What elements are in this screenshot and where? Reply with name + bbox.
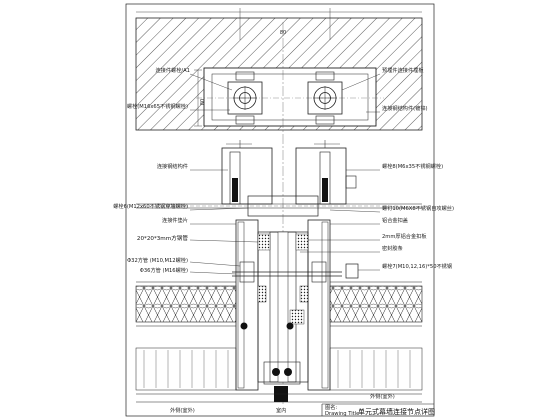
label-steel-bracket: 连接钢结构件 bbox=[157, 162, 188, 170]
embed-plate bbox=[196, 67, 384, 127]
bracket-left bbox=[221, 140, 273, 205]
drawing-title: 单元式幕墙连接节点详图 bbox=[358, 407, 435, 416]
label-embedded-plate: 预埋件连接件埋板 bbox=[382, 66, 424, 74]
label-screw-m6: 螺栓8(M6x35不锈钢螺栓) bbox=[382, 162, 443, 170]
label-phi32: Φ32方管 (M10,M12螺栓) bbox=[127, 256, 188, 264]
title-block: 图名: Drawing Title 单元式幕墙连接节点详图 bbox=[321, 403, 435, 417]
bottom-label-right: 外侧(室外) bbox=[370, 392, 395, 400]
label-bolt-m16: 螺栓(M16x65不锈钢螺栓) bbox=[127, 102, 188, 110]
anchor-bolt-left bbox=[227, 71, 263, 125]
insulation-panel-left bbox=[135, 281, 237, 327]
label-bolt-m10: 螺栓7(M10,12,16)*50不锈钢 bbox=[382, 262, 452, 270]
label-bolt-m12: 螺栓6(M12x60不锈钢穿墙螺栓) bbox=[113, 202, 188, 210]
top-dimension: 80 bbox=[136, 8, 422, 40]
through-bolt bbox=[136, 195, 422, 217]
glass-panel-lower bbox=[135, 347, 423, 403]
bottom-label-left: 外侧(室外) bbox=[170, 406, 195, 414]
label-gasket: 2mm厚铝合金扣板 bbox=[382, 232, 427, 240]
label-bracket: 连接钢结构件(镀锌) bbox=[382, 104, 428, 112]
label-tube: 20*20*3mm方钢管 bbox=[137, 234, 188, 242]
label-anchor-plate: 连接件螺栓/A1 bbox=[155, 66, 190, 74]
label-screw-m6b: 螺钉10(M6X8不锈钢自攻螺丝) bbox=[382, 204, 454, 212]
embed-dimension: 80 bbox=[194, 69, 206, 127]
bracket-right bbox=[295, 140, 357, 205]
label-cap: 铝合金扣盖 bbox=[382, 216, 408, 224]
embed-dim-label: 80 bbox=[200, 99, 206, 105]
dim-top-label: 80 bbox=[280, 30, 286, 36]
leaders-right bbox=[300, 73, 381, 271]
bottom-label-mid: 室内 bbox=[276, 406, 286, 414]
label-phi36: Φ36方管 (M16螺栓) bbox=[140, 266, 188, 274]
drawing-frame bbox=[125, 3, 435, 417]
leaders-left bbox=[189, 73, 259, 275]
label-thermal: 密封胶条 bbox=[382, 244, 403, 252]
insulation-panel-right bbox=[329, 281, 423, 327]
label-washer: 连接件垫片 bbox=[162, 216, 188, 224]
title-label-1: 图名: bbox=[325, 403, 337, 411]
anchor-bolt-right bbox=[307, 71, 343, 125]
mullion-assembly bbox=[232, 219, 359, 402]
title-label-2: Drawing Title bbox=[325, 411, 359, 417]
